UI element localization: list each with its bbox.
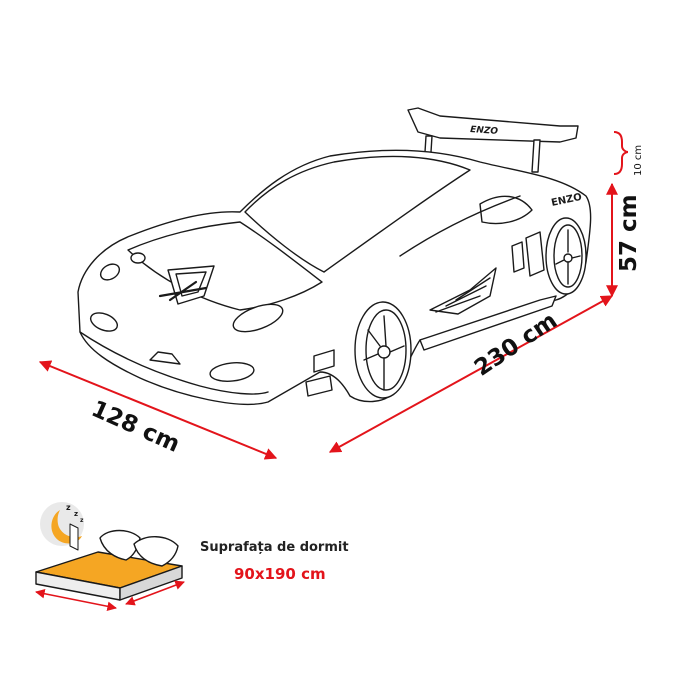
depth-arrow xyxy=(38,360,278,460)
side-intake xyxy=(525,231,545,277)
headlight-right xyxy=(232,303,284,333)
moon-zzz-icon: z z z xyxy=(40,502,84,551)
sleeping-surface-size: 90x190 cm xyxy=(234,565,326,583)
svg-text:z: z xyxy=(66,503,71,512)
front-wheel xyxy=(354,301,412,399)
rear-spoiler xyxy=(407,107,579,143)
svg-text:z: z xyxy=(74,510,78,518)
svg-text:z: z xyxy=(80,517,84,524)
height-dimension-label: 57 cm xyxy=(616,194,642,272)
sleeping-surface-caption: Suprafața de dormit 90x190 cm xyxy=(200,540,349,583)
spoiler-support-right xyxy=(531,139,541,173)
sleeping-surface-illustration: z z z xyxy=(35,502,183,601)
bed-interior xyxy=(244,155,471,273)
sleeping-surface-arrows xyxy=(35,580,185,612)
length-arrow xyxy=(328,295,614,453)
dimension-arrows xyxy=(38,131,629,460)
rear-wheel xyxy=(545,217,587,295)
spoiler-logo: ENZO xyxy=(470,125,499,137)
pillow-right xyxy=(133,536,179,567)
pillow-left xyxy=(99,529,141,561)
spoiler-dimension-label: 10 cm xyxy=(633,144,644,176)
headlight-left xyxy=(89,312,119,332)
sleeping-surface-title: Suprafața de dormit xyxy=(200,540,349,555)
spoiler-bracket xyxy=(613,131,629,175)
